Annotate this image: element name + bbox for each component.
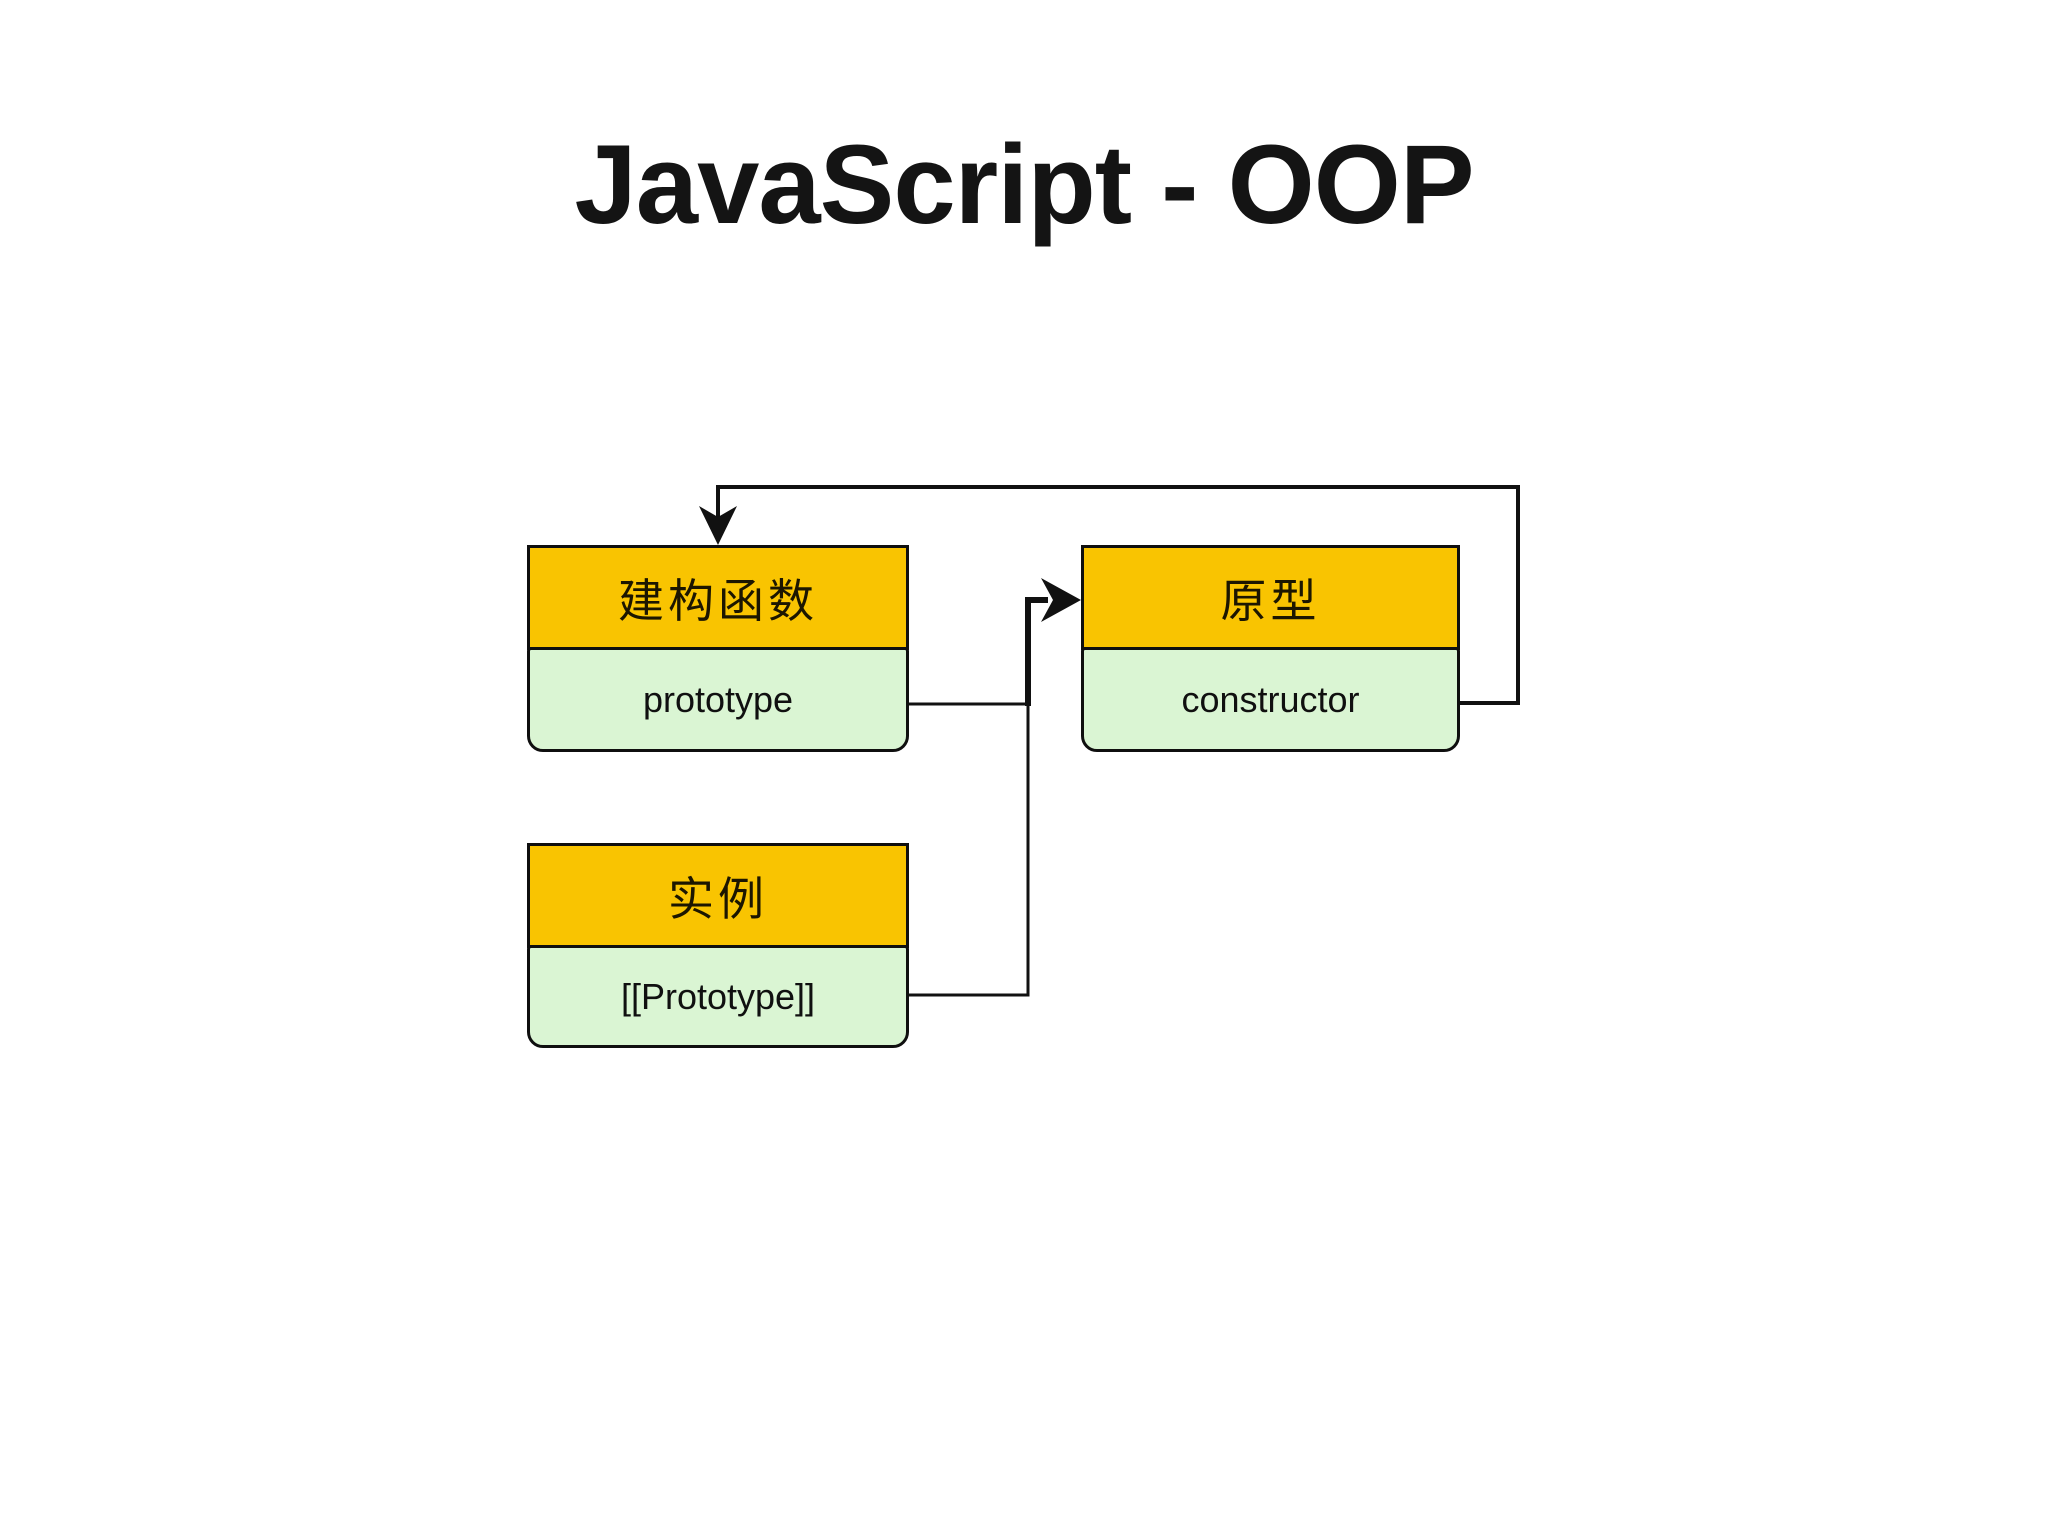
instance-prototype-connector-line bbox=[909, 704, 1030, 997]
arrowhead-into-constructor-function bbox=[699, 506, 737, 545]
prototype-object-header: 原型 bbox=[1081, 545, 1460, 650]
slide-title: JavaScript - OOP bbox=[574, 122, 1474, 247]
constructor-loopback-line bbox=[716, 485, 1520, 705]
constructor-function-header: 建构函数 bbox=[527, 545, 909, 650]
constructor-function-box: 建构函数 prototype bbox=[527, 545, 909, 752]
prototype-object-box: 原型 constructor bbox=[1081, 545, 1460, 752]
prototype-object-constructor-slot: constructor bbox=[1081, 647, 1460, 752]
instance-prototype-slot: [[Prototype]] bbox=[527, 945, 909, 1048]
constructor-function-prototype-slot: prototype bbox=[527, 647, 909, 752]
instance-box: 实例 [[Prototype]] bbox=[527, 843, 909, 1048]
arrowhead-into-prototype-object bbox=[1041, 578, 1081, 622]
instance-header: 实例 bbox=[527, 843, 909, 948]
trunk-to-prototype-object-line bbox=[1025, 597, 1048, 706]
